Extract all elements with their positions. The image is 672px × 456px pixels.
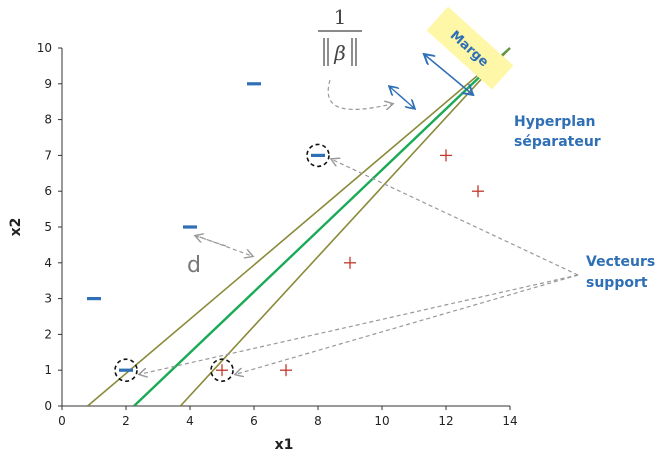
margin-line <box>179 47 511 406</box>
hyperplane-line <box>133 47 511 406</box>
distance-label: d <box>187 253 201 278</box>
margin-box-background <box>426 6 514 90</box>
y-tick-label: 5 <box>44 220 52 234</box>
support-label-line-2: support <box>586 275 648 291</box>
separator-lines <box>87 47 511 406</box>
margin-formula: 1 β <box>318 5 362 66</box>
support-vector-circles <box>114 143 330 383</box>
x-tick-label: 14 <box>502 414 517 428</box>
support-pointer-arrow <box>332 159 579 276</box>
half-margin-arrow-back <box>390 87 407 102</box>
support-pointer-arrow <box>140 274 579 374</box>
plus-point <box>440 149 452 162</box>
hyperplane-label-line-1: Hyperplan <box>514 114 596 130</box>
y-tick-label: 3 <box>44 292 52 306</box>
distance-arrow <box>199 236 252 256</box>
support-vector-circle <box>210 358 234 383</box>
x-tick-label: 12 <box>438 414 453 428</box>
x-tick-label: 8 <box>314 414 322 428</box>
y-tick-label: 2 <box>44 327 52 341</box>
annotations <box>140 55 579 374</box>
x-tick-label: 6 <box>250 414 258 428</box>
support-vector-circle <box>114 358 138 383</box>
margin-label-box: Marge <box>426 6 514 90</box>
formula-beta: β <box>333 41 346 65</box>
plus-point <box>472 185 484 198</box>
x-axis-title: x1 <box>275 437 294 453</box>
x-tick-label: 10 <box>374 414 389 428</box>
support-vector-circle <box>306 143 330 168</box>
data-points <box>87 82 484 377</box>
plus-point <box>216 364 228 377</box>
x-tick-label: 0 <box>58 414 66 428</box>
y-tick-label: 6 <box>44 184 52 198</box>
hyperplane-label-line-2: séparateur <box>514 134 601 150</box>
support-pointer-arrow <box>236 274 579 374</box>
distance-arrow-back <box>196 236 227 247</box>
formula-numerator: 1 <box>334 5 347 29</box>
formula-pointer-arrow <box>327 79 392 109</box>
full-margin-arrow-back <box>425 55 449 75</box>
margin-line <box>87 47 511 406</box>
y-axis-title: x2 <box>8 218 24 237</box>
y-tick-label: 0 <box>44 399 52 413</box>
plus-point <box>280 364 292 377</box>
full-margin-arrow <box>447 73 472 94</box>
x-tick-label: 4 <box>186 414 194 428</box>
y-tick-label: 9 <box>44 77 52 91</box>
y-tick-label: 8 <box>44 113 52 127</box>
plus-point <box>344 256 356 269</box>
y-tick-label: 1 <box>44 363 52 377</box>
y-tick-label: 10 <box>37 41 52 55</box>
support-label-line-1: Vecteurs <box>586 254 655 270</box>
x-tick-label: 2 <box>122 414 130 428</box>
y-tick-label: 7 <box>44 148 52 162</box>
y-tick-label: 4 <box>44 256 52 270</box>
